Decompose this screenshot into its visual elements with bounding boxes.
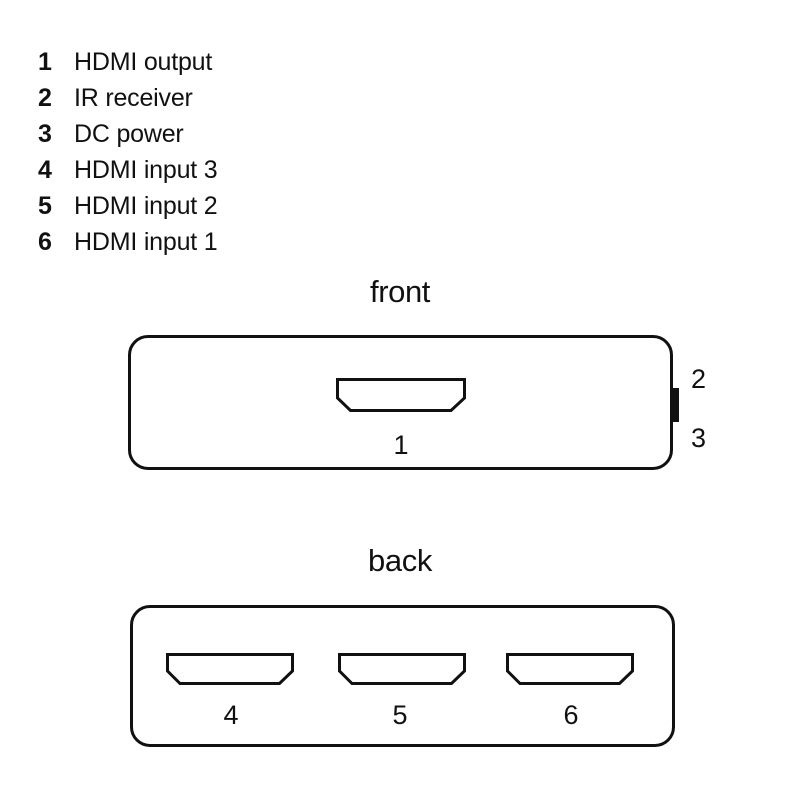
legend-list: 1 HDMI output 2 IR receiver 3 DC power 4…: [38, 44, 378, 260]
legend-item-number: 3: [38, 120, 52, 148]
legend-item-label: HDMI input 2: [74, 192, 218, 220]
legend-item-number: 6: [38, 228, 52, 256]
front-port-number-label: 1: [393, 430, 409, 460]
legend-item-label: DC power: [74, 120, 184, 148]
legend-item-label: HDMI input 1: [74, 228, 218, 256]
front-view-caption: front: [369, 274, 431, 309]
ir-receiver-dc-power-tab-icon: [671, 388, 679, 422]
legend-item-number: 2: [38, 84, 52, 112]
back-view-caption: back: [368, 543, 432, 578]
hdmi-port-icon: [166, 653, 294, 685]
front-side-label-ir: 2: [691, 364, 707, 394]
legend-item-number: 4: [38, 156, 52, 184]
legend-item-label: HDMI output: [74, 48, 213, 76]
hdmi-port-icon: [336, 378, 466, 412]
legend-item: 2 IR receiver: [38, 80, 378, 116]
legend-item: 6 HDMI input 1: [38, 224, 378, 260]
legend-item-label: HDMI input 3: [74, 156, 218, 184]
legend-item: 5 HDMI input 2: [38, 188, 378, 224]
front-side-label-dc: 3: [691, 423, 707, 453]
hdmi-port-icon: [506, 653, 634, 685]
back-port-number-label: 6: [563, 700, 579, 730]
legend-item: 3 DC power: [38, 116, 378, 152]
legend-item: 1 HDMI output: [38, 44, 378, 80]
back-port-number-label: 4: [223, 700, 239, 730]
legend-item: 4 HDMI input 3: [38, 152, 378, 188]
back-port-number-label: 5: [392, 700, 408, 730]
legend-item-number: 5: [38, 192, 52, 220]
legend-item-number: 1: [38, 48, 52, 76]
hdmi-port-icon: [338, 653, 466, 685]
legend-item-label: IR receiver: [74, 84, 193, 112]
